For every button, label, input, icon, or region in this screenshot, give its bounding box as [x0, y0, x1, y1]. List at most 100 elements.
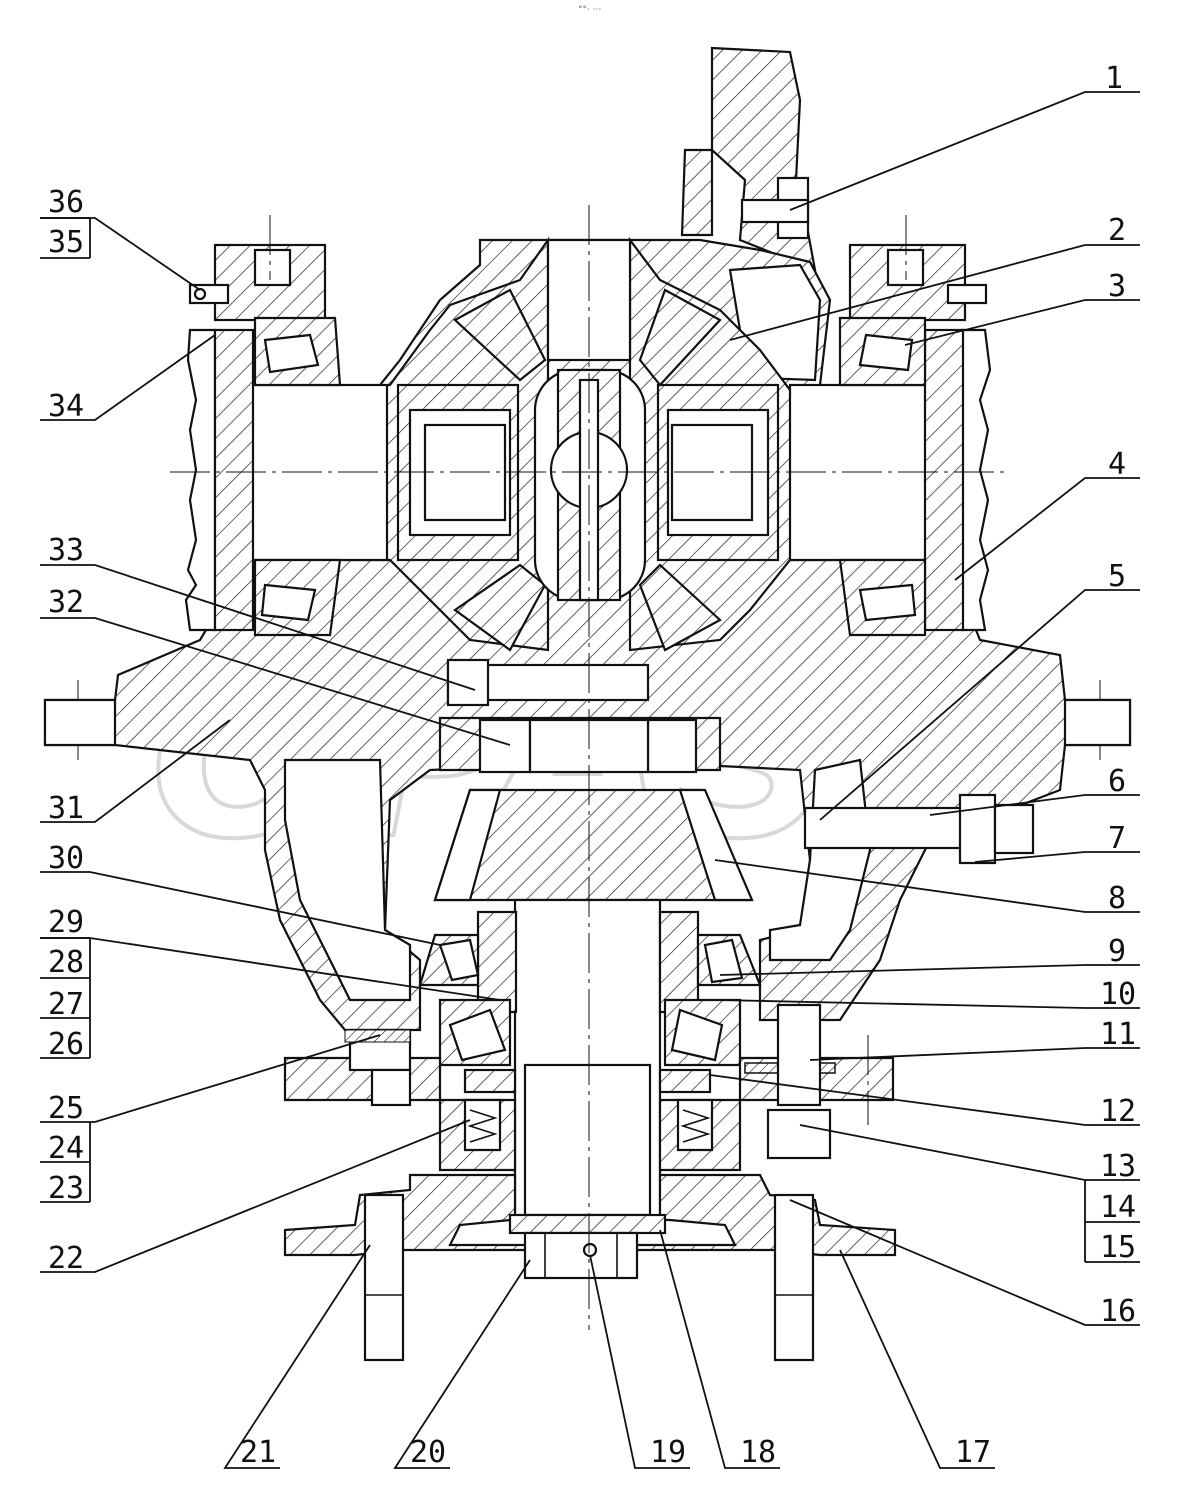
left-lock-screw-head — [193, 287, 207, 301]
leader-22 — [40, 1119, 471, 1273]
inner-roller-right — [703, 938, 744, 984]
housing-cavity-left — [283, 758, 412, 1002]
leader-18 — [659, 1229, 780, 1469]
left-lower-roller — [260, 583, 317, 622]
callout-30: 30 — [48, 841, 84, 876]
outer-roller-right — [670, 1008, 724, 1062]
leader-21 — [223, 1244, 371, 1469]
left-flange-bolt — [363, 1193, 405, 1362]
left-adjusting-nut — [184, 328, 217, 632]
leader-7 — [974, 851, 1140, 863]
cotter-pin-hole — [582, 1242, 598, 1258]
cage-bolt-left — [478, 718, 532, 774]
callout-24: 24 — [48, 1131, 84, 1166]
callout-5: 5 — [1108, 559, 1126, 594]
inner-roller-left — [438, 938, 480, 982]
seal-spring-right — [680, 1109, 711, 1143]
outer-roller-left — [448, 1008, 507, 1062]
callout-25: 25 — [48, 1091, 84, 1126]
callout-6: 6 — [1108, 764, 1126, 799]
flange-bolt — [776, 1003, 822, 1107]
washer — [508, 1213, 667, 1235]
callout-20: 20 — [410, 1435, 446, 1470]
leader-31 — [40, 719, 231, 823]
leader-8 — [714, 859, 1140, 913]
side-bolt-nut — [958, 793, 997, 865]
callout-12: 12 — [1100, 1094, 1136, 1129]
callout-32: 32 — [48, 585, 84, 620]
header-mark: °°· ··· — [578, 5, 601, 15]
callout-22: 22 — [48, 1241, 84, 1276]
callout-33: 33 — [48, 533, 84, 568]
callout-boxes — [40, 217, 1140, 1263]
leader-1 — [789, 91, 1140, 211]
leader-34 — [40, 334, 216, 421]
callout-26: 26 — [48, 1027, 84, 1062]
leader-32 — [40, 617, 511, 746]
bracket-bolt — [740, 198, 810, 224]
right-mount-boss — [1063, 698, 1132, 747]
lower-planet-pinion-right — [638, 563, 722, 652]
pinion-nut — [523, 1231, 639, 1280]
callout-labels: 1 2 3 4 5 6 7 8 9 10 11 12 13 14 15 16 1… — [48, 61, 1136, 1470]
callout-17: 17 — [955, 1435, 991, 1470]
right-nut-ring — [923, 328, 965, 632]
leader-13 — [799, 1124, 1140, 1181]
callout-13: 13 — [1100, 1149, 1136, 1184]
leader-20 — [393, 1259, 531, 1469]
seal-spring-left — [467, 1109, 498, 1143]
leader-5 — [819, 589, 1140, 821]
side-bolt-end — [993, 803, 1035, 855]
callout-19: 19 — [650, 1435, 686, 1470]
shaft-spline-section — [523, 1063, 652, 1217]
leader-11 — [809, 1047, 1140, 1061]
right-flange-bolt — [773, 1193, 815, 1362]
callout-1: 1 — [1105, 61, 1123, 96]
right-lower-roller — [858, 583, 917, 622]
left-upper-roller — [263, 333, 320, 374]
leader-6 — [929, 794, 1140, 816]
callout-31: 31 — [48, 791, 84, 826]
callout-16: 16 — [1100, 1294, 1136, 1329]
leader-12 — [709, 1074, 1140, 1126]
callout-3: 3 — [1108, 269, 1126, 304]
leader-33 — [40, 564, 476, 691]
right-lock-screw — [946, 283, 988, 305]
leader-19 — [589, 1254, 690, 1469]
callout-36: 36 — [48, 185, 84, 220]
left-nut-ring — [213, 328, 255, 632]
flange-nut — [766, 1108, 832, 1160]
leader-3 — [904, 299, 1140, 346]
leader-17 — [839, 1249, 995, 1469]
callout-11: 11 — [1100, 1017, 1136, 1052]
callout-9: 9 — [1108, 934, 1126, 969]
leader-30 — [40, 871, 441, 946]
callout-14: 14 — [1100, 1190, 1136, 1225]
assembly-section — [43, 46, 1132, 1362]
callout-29: 29 — [48, 905, 84, 940]
left-flange-stud — [370, 1068, 412, 1107]
callout-10: 10 — [1100, 977, 1136, 1012]
callout-23: 23 — [48, 1171, 84, 1206]
spacer-left — [463, 1068, 517, 1094]
upper-planet-pinion-left — [453, 288, 547, 382]
callout-27: 27 — [48, 987, 84, 1022]
callout-8: 8 — [1108, 881, 1126, 916]
leader-9 — [719, 964, 1140, 976]
oil-seal-left — [463, 1098, 502, 1152]
leader-4 — [954, 477, 1140, 581]
callout-21: 21 — [240, 1435, 276, 1470]
callout-4: 4 — [1108, 447, 1126, 482]
leader-2 — [729, 244, 1140, 341]
pinion-bearing-right — [678, 788, 754, 902]
spacer-right — [658, 1068, 712, 1094]
callout-18: 18 — [740, 1435, 776, 1470]
callout-34: 34 — [48, 389, 84, 424]
callout-15: 15 — [1100, 1230, 1136, 1265]
callout-7: 7 — [1108, 821, 1126, 856]
shaft-collar-right — [658, 910, 700, 1014]
callout-28: 28 — [48, 945, 84, 980]
callout-2: 2 — [1108, 213, 1126, 248]
leader-10 — [719, 999, 1140, 1009]
